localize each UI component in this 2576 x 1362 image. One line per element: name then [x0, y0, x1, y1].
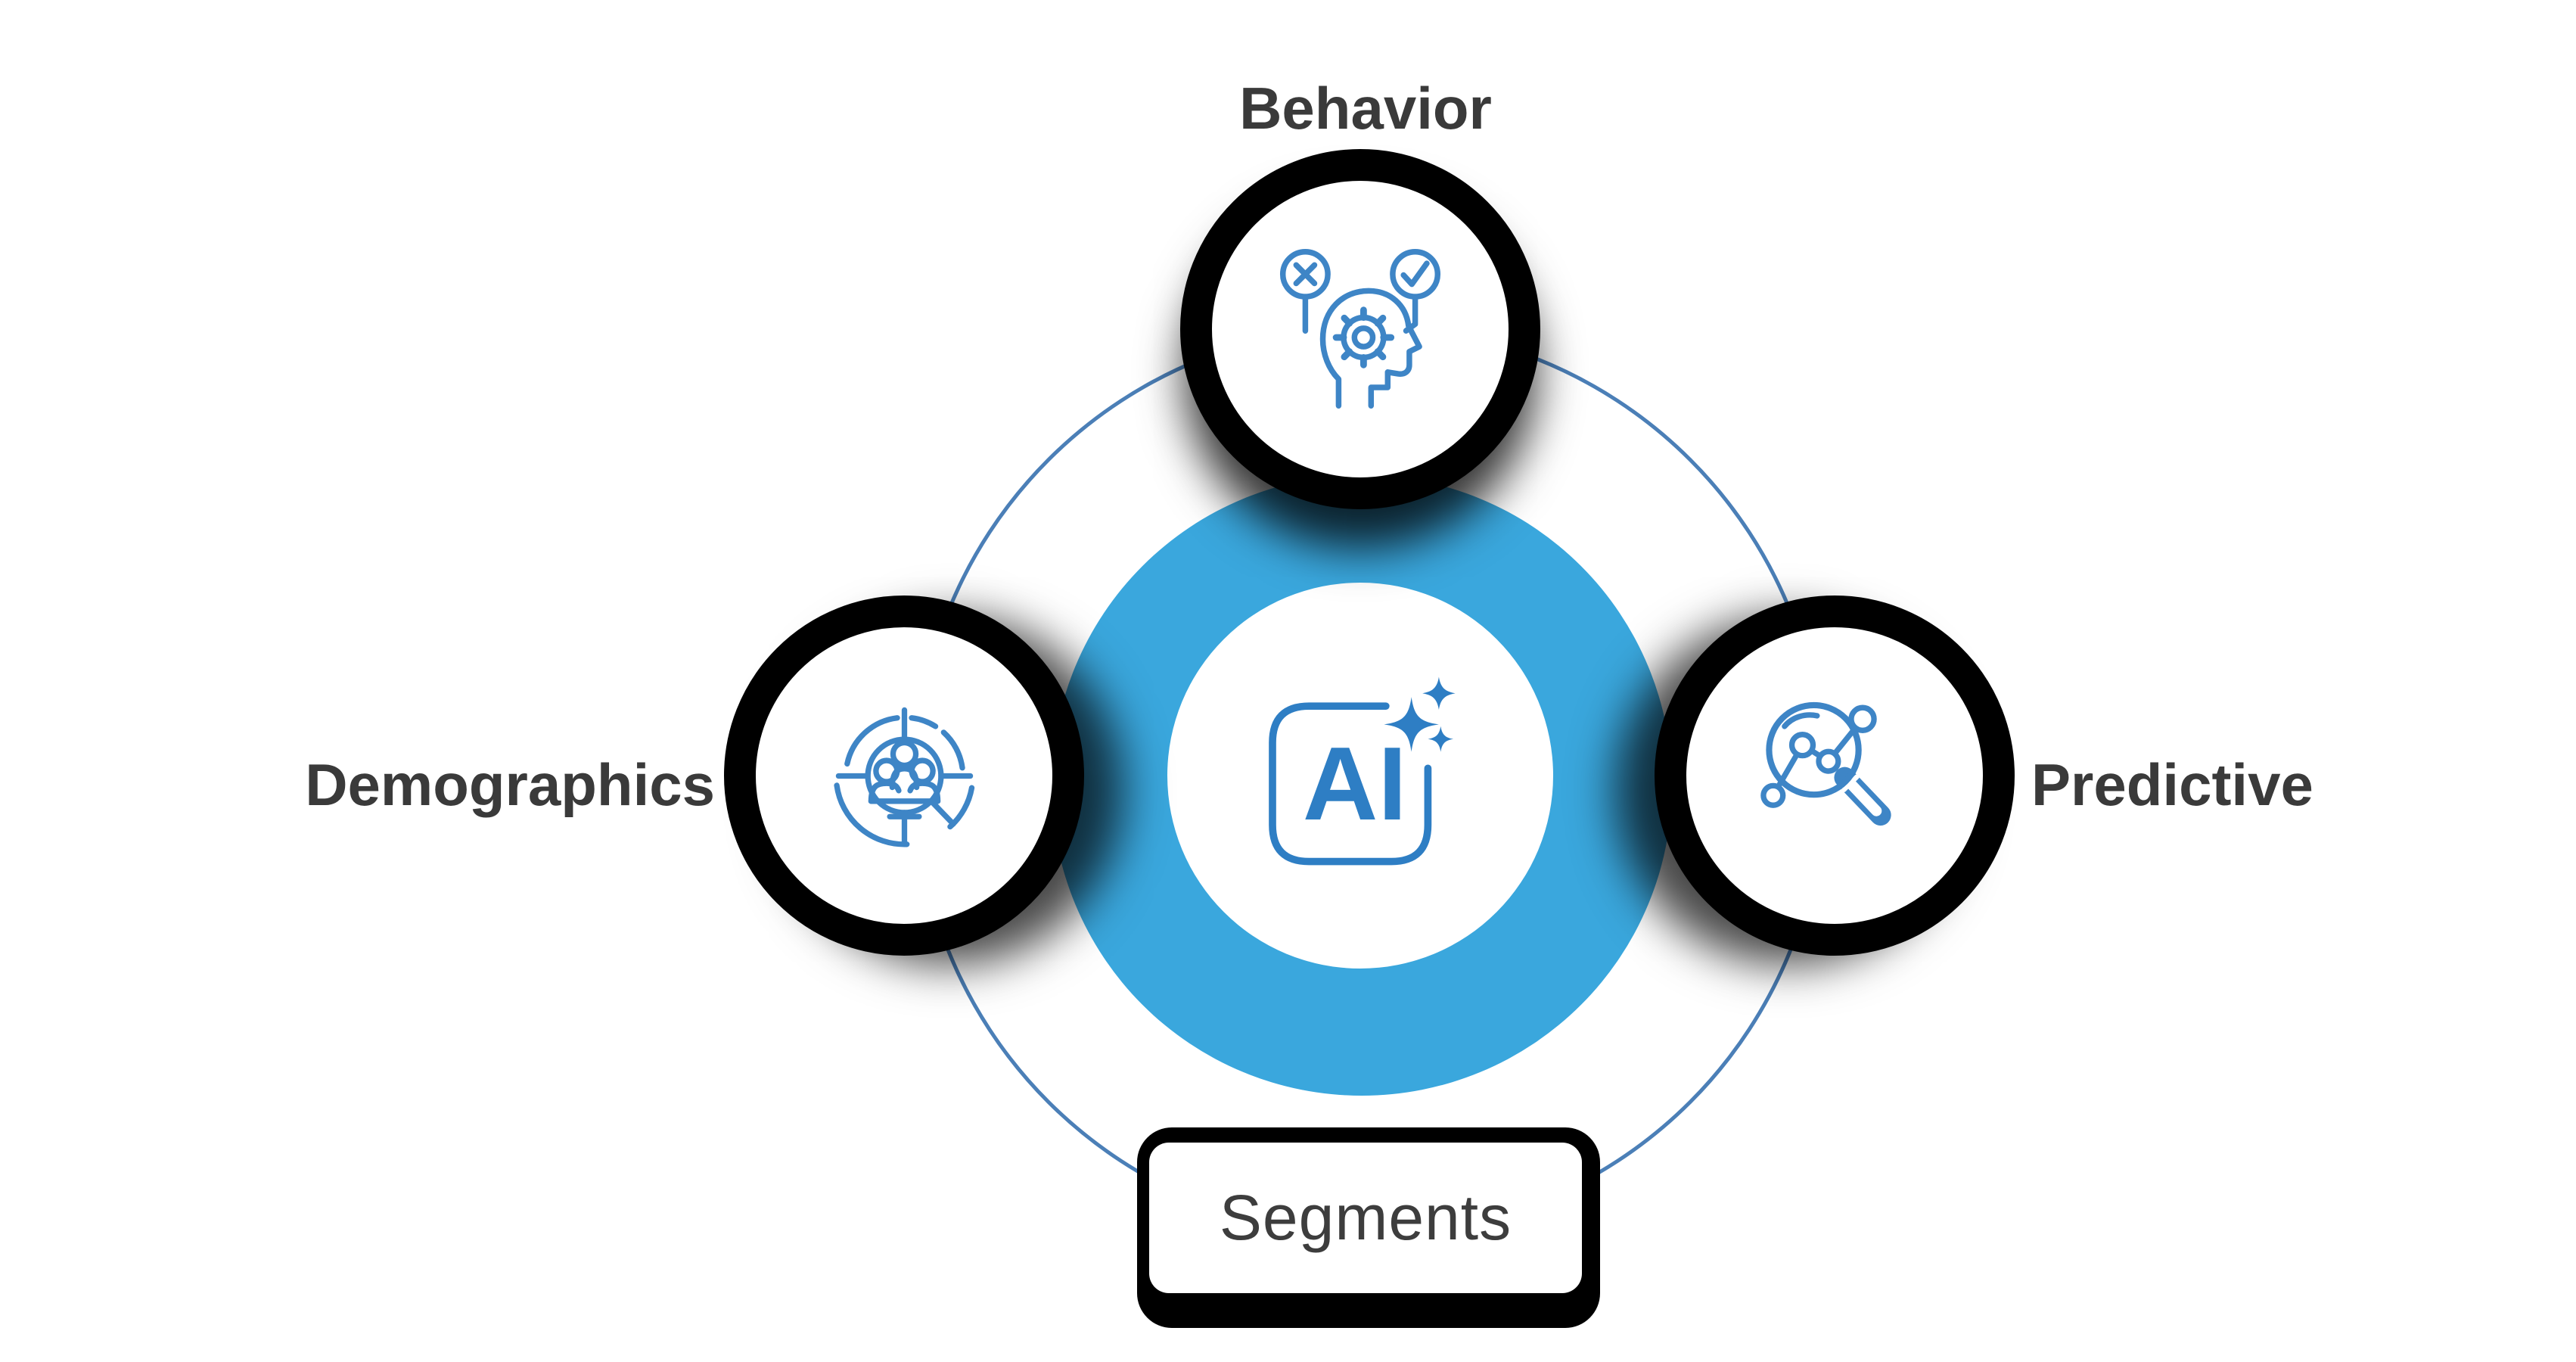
magnifier-graph-icon: [1760, 701, 1891, 826]
demographics-node: [724, 595, 1084, 956]
audience-pie-icon: [833, 707, 974, 847]
predictive-label: Predictive: [2031, 751, 2313, 818]
sparkle-small: [1428, 726, 1454, 752]
sparkle-large: [1384, 697, 1439, 752]
ai-label: AI: [1303, 726, 1407, 842]
behavior-label: Behavior: [1239, 75, 1492, 141]
demographics-label: Demographics: [305, 751, 715, 818]
hub-inner-circle: AI: [1167, 583, 1553, 969]
segments-badge-inner: Segments: [1149, 1143, 1582, 1293]
predictive-node: [1655, 595, 2015, 956]
behavior-node: [1180, 149, 1540, 509]
decision-head-icon: [1279, 248, 1441, 409]
sparkle-medium: [1422, 676, 1456, 710]
ai-sparkles-icon: AI: [1269, 676, 1456, 866]
segments-label: Segments: [1219, 1182, 1512, 1253]
segments-badge: Segments: [1137, 1127, 1600, 1328]
